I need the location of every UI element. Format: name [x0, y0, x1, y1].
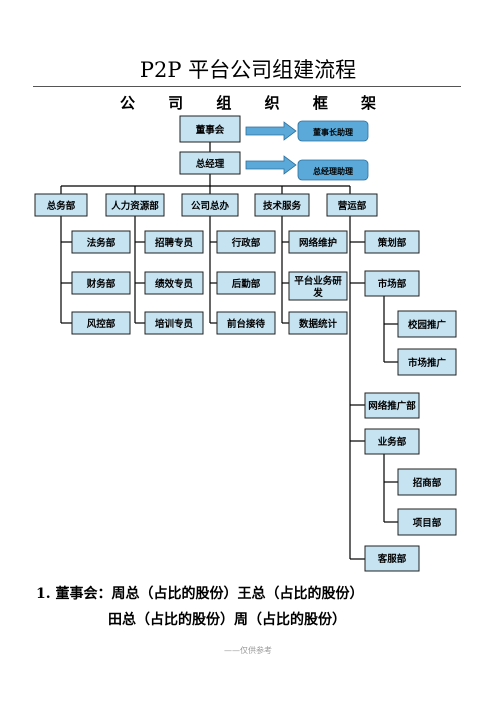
arrow-to-gm-assistant [245, 155, 297, 175]
dept-hr-label: 人力资源部 [111, 200, 159, 212]
node-recruiter: 招聘专员 [144, 230, 204, 254]
dept-office: 公司总办 [181, 193, 239, 217]
node-market-promotion-label: 市场推广 [408, 357, 447, 369]
org-connectors [60, 142, 398, 560]
node-training: 培训专员 [144, 311, 204, 335]
node-planning: 策划部 [364, 230, 420, 254]
node-platform-rd: 平台业务研 发 [288, 271, 348, 301]
node-reception: 前台接待 [216, 311, 276, 335]
node-investment: 招商部 [397, 468, 457, 496]
node-admin-label: 行政部 [231, 237, 261, 249]
node-campus-promotion: 校园推广 [397, 310, 457, 338]
node-performance: 绩效专员 [144, 271, 204, 295]
node-planning-label: 策划部 [377, 237, 407, 249]
node-market: 市场部 [364, 270, 420, 297]
node-legal-label: 法务部 [87, 237, 116, 249]
title-rule [33, 86, 461, 87]
node-reception-label: 前台接待 [227, 318, 266, 330]
dept-tech-label: 技术服务 [263, 200, 302, 212]
dept-operations-label: 营运部 [338, 200, 367, 212]
node-network-maintenance-label: 网络维护 [299, 237, 337, 249]
node-online-promotion-label: 网络推广部 [368, 400, 416, 412]
node-campus-promotion-label: 校园推广 [408, 319, 447, 331]
node-board-assistant-label: 董事长助理 [313, 127, 353, 137]
node-data-stats: 数据统计 [288, 311, 348, 335]
node-gm: 总经理 [179, 151, 241, 175]
footer-note: ——仅供参考 [224, 646, 272, 655]
node-gm-assistant-label: 总经理助理 [313, 166, 353, 176]
node-admin: 行政部 [216, 230, 276, 254]
node-platform-rd-label-line2: 发 [312, 287, 323, 299]
node-network-maintenance: 网络维护 [288, 230, 348, 254]
arrow-to-board-assistant [245, 121, 297, 141]
dept-hr: 人力资源部 [105, 193, 165, 217]
node-training-label: 培训专员 [155, 318, 194, 330]
node-gm-assistant: 总经理助理 [297, 159, 369, 181]
node-logistics: 后勤部 [216, 271, 276, 295]
dept-tech: 技术服务 [254, 193, 310, 217]
node-finance: 财务部 [71, 271, 131, 295]
node-project: 项目部 [397, 508, 457, 536]
node-online-promotion: 网络推广部 [364, 392, 420, 419]
node-business: 业务部 [364, 428, 420, 455]
node-market-promotion: 市场推广 [397, 348, 457, 376]
dept-office-label: 公司总办 [191, 200, 230, 212]
node-gm-label: 总经理 [196, 158, 225, 170]
node-customer-service-label: 客服部 [377, 553, 407, 565]
shareholder-note-line1: 1. 董事会：周总（占比的股份）王总（占比的股份） [36, 586, 364, 602]
node-data-stats-label: 数据统计 [298, 318, 338, 330]
node-investment-label: 招商部 [413, 477, 442, 489]
page-title: P2P 平台公司组建流程 [139, 58, 357, 82]
shareholder-note-line2: 田总（占比的股份）周（占比的股份） [108, 612, 346, 628]
node-recruiter-label: 招聘专员 [155, 237, 194, 249]
node-platform-rd-label-line1: 平台业务研 [294, 275, 342, 287]
node-legal: 法务部 [71, 230, 131, 254]
node-board-assistant: 董事长助理 [297, 120, 369, 142]
dept-general-affairs: 总务部 [34, 193, 88, 217]
node-board-label: 董事会 [196, 124, 225, 136]
dept-general-affairs-label: 总务部 [47, 200, 76, 212]
node-risk-label: 风控部 [87, 318, 116, 330]
node-logistics-label: 后勤部 [232, 278, 261, 290]
node-customer-service: 客服部 [364, 545, 420, 572]
node-board: 董事会 [179, 115, 241, 143]
node-project-label: 项目部 [413, 517, 442, 529]
node-performance-label: 绩效专员 [155, 278, 194, 290]
dept-operations: 营运部 [326, 193, 378, 217]
node-finance-label: 财务部 [86, 278, 116, 290]
page-subtitle: 公 司 组 织 框 架 [119, 94, 391, 112]
node-business-label: 业务部 [378, 436, 407, 448]
node-market-label: 市场部 [378, 278, 407, 290]
node-risk: 风控部 [71, 311, 131, 335]
